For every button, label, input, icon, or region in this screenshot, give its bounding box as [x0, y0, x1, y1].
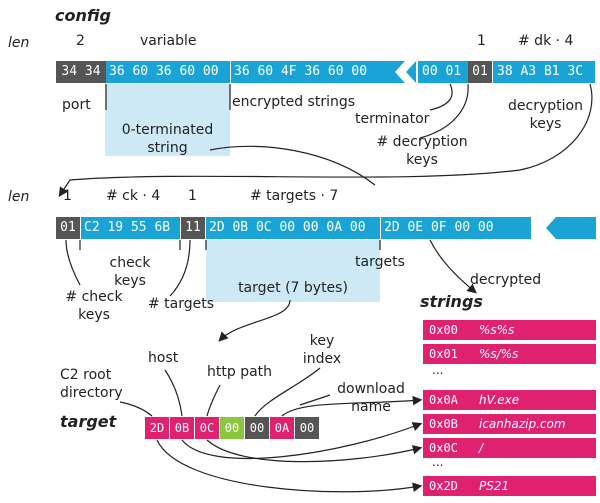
http-path-label: http path	[207, 364, 273, 380]
len-num-targets: 1	[188, 188, 197, 204]
strings-block-tail: 00 01	[418, 61, 468, 83]
len-check-keys: # ck · 4	[106, 188, 161, 204]
targets-block-b: 2D 0E 0F 00 00	[381, 217, 531, 239]
len-targets: # targets · 7	[250, 188, 339, 204]
targets-label: targets	[355, 254, 405, 270]
check-keys-label: check keys	[109, 255, 151, 289]
string-ellipsis: ...	[432, 363, 444, 377]
c2-root-label: C2 root directory	[60, 367, 123, 401]
decrypted-label: decrypted	[470, 272, 542, 288]
connector-line	[429, 83, 453, 111]
connector-line	[156, 439, 423, 493]
string-row: 0x0C/	[423, 438, 596, 458]
continuation-chevron	[534, 217, 556, 239]
len-label-config: len	[8, 35, 30, 51]
num-check-keys-block: 01	[56, 217, 80, 239]
continuation-chevron	[395, 61, 416, 83]
zero-terminated-highlight	[105, 84, 230, 156]
target-cell: 0B	[170, 417, 194, 439]
len-label-second: len	[8, 189, 30, 205]
target-cell: 00	[245, 417, 269, 439]
len-port: 2	[76, 33, 85, 49]
num-check-keys-label: # check keys	[65, 289, 123, 323]
config-title: config	[55, 6, 111, 25]
port-label: port	[62, 97, 91, 113]
port-block: 34 34	[56, 61, 106, 83]
connector-line	[169, 239, 191, 297]
string-row: 0x00%s%s	[423, 320, 596, 340]
target-7-bytes-label: target (7 bytes)	[238, 280, 348, 296]
len-strings: variable	[140, 33, 197, 49]
target-cell: 0C	[195, 417, 219, 439]
len-terminator: 1	[477, 33, 486, 49]
check-keys-block: C2 19 55 6B	[81, 217, 180, 239]
connector-line	[299, 394, 331, 406]
connector-line	[206, 439, 423, 463]
encrypted-strings-label: encrypted strings	[232, 94, 356, 110]
zero-terminated-label: 0-terminated string	[121, 122, 214, 156]
decryption-keys-label: decryption keys	[508, 98, 583, 132]
target-title: target	[60, 412, 117, 431]
terminator-label: terminator	[355, 111, 430, 127]
host-label: host	[148, 350, 179, 366]
targets-block-end	[546, 217, 596, 239]
connector-line	[281, 395, 423, 417]
connector-line	[419, 83, 469, 139]
target-highlight	[206, 240, 380, 302]
target-cell: 00	[220, 417, 244, 439]
decryption-keys-block: 38 A3 B1 3C	[493, 61, 595, 83]
connector-line	[209, 145, 376, 186]
connector-line	[164, 369, 183, 417]
target-cell: 2D	[145, 417, 169, 439]
connector-line	[181, 422, 423, 460]
string-ellipsis: ...	[432, 455, 444, 469]
string-row: 0x01%s/%s	[423, 344, 596, 364]
num-targets-label: # targets	[148, 296, 215, 312]
strings-block-a: 36 60 36 60 00	[106, 61, 230, 83]
num-targets-block: 11	[181, 217, 205, 239]
connector-line	[218, 299, 291, 342]
strings-title: strings	[420, 292, 483, 311]
strings-block-b: 36 60 4F 36 60 00	[231, 61, 381, 83]
len-keys: # dk · 4	[518, 33, 574, 49]
connector-line	[254, 367, 321, 417]
targets-block-a: 2D 0B 0C 00 00 0A 00	[206, 217, 380, 239]
terminator-block: 01	[468, 61, 492, 83]
num-decryption-keys-label: # decryption keys	[376, 134, 468, 168]
connector-line	[58, 83, 593, 197]
connector-line	[429, 239, 477, 294]
connector-line	[206, 384, 221, 417]
target-cell: 0A	[270, 417, 294, 439]
key-index-label: key index	[302, 333, 342, 367]
connector-line	[119, 401, 153, 417]
target-cell: 00	[295, 417, 319, 439]
connector-line	[65, 239, 81, 286]
